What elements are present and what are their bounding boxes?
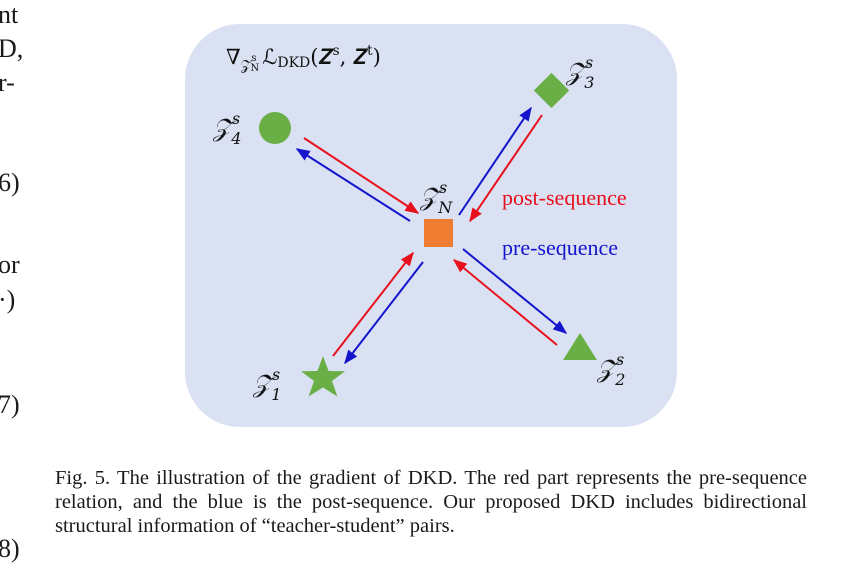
margin-equation-number: 6): [0, 168, 20, 197]
node-z4-circle: [259, 112, 291, 144]
post-sequence-arrow-z2: [452, 259, 558, 346]
margin-text-fragment: D,: [0, 34, 24, 63]
node-z2-triangle: [563, 333, 597, 360]
post-sequence-arrow-z3: [469, 114, 543, 223]
legend-pre-sequence: pre-sequence: [502, 235, 618, 260]
center-node-square: [424, 219, 453, 247]
figure-caption: Fig. 5. The illustration of the gradient…: [55, 467, 807, 537]
margin-equation-number: 7): [0, 390, 20, 419]
pre-sequence-arrow-z2: [462, 248, 568, 334]
pre-sequence-arrow-z3: [458, 106, 532, 216]
margin-text-fragment: r-: [0, 68, 15, 97]
margin-text-fragment: or: [0, 250, 20, 279]
pre-sequence-arrow-z1: [344, 261, 424, 365]
margin-text-fragment: nt: [0, 0, 19, 29]
node-z1-star: [301, 356, 345, 397]
margin-equation-number: 8): [0, 534, 20, 563]
post-sequence-arrow-z4: [303, 137, 420, 214]
post-sequence-arrow-z1: [332, 251, 414, 357]
node-z3-diamond: [533, 72, 570, 109]
pre-sequence-arrow-z4: [295, 148, 411, 222]
margin-text-fragment: ·): [0, 285, 16, 314]
legend-post-sequence: post-sequence: [502, 185, 627, 210]
